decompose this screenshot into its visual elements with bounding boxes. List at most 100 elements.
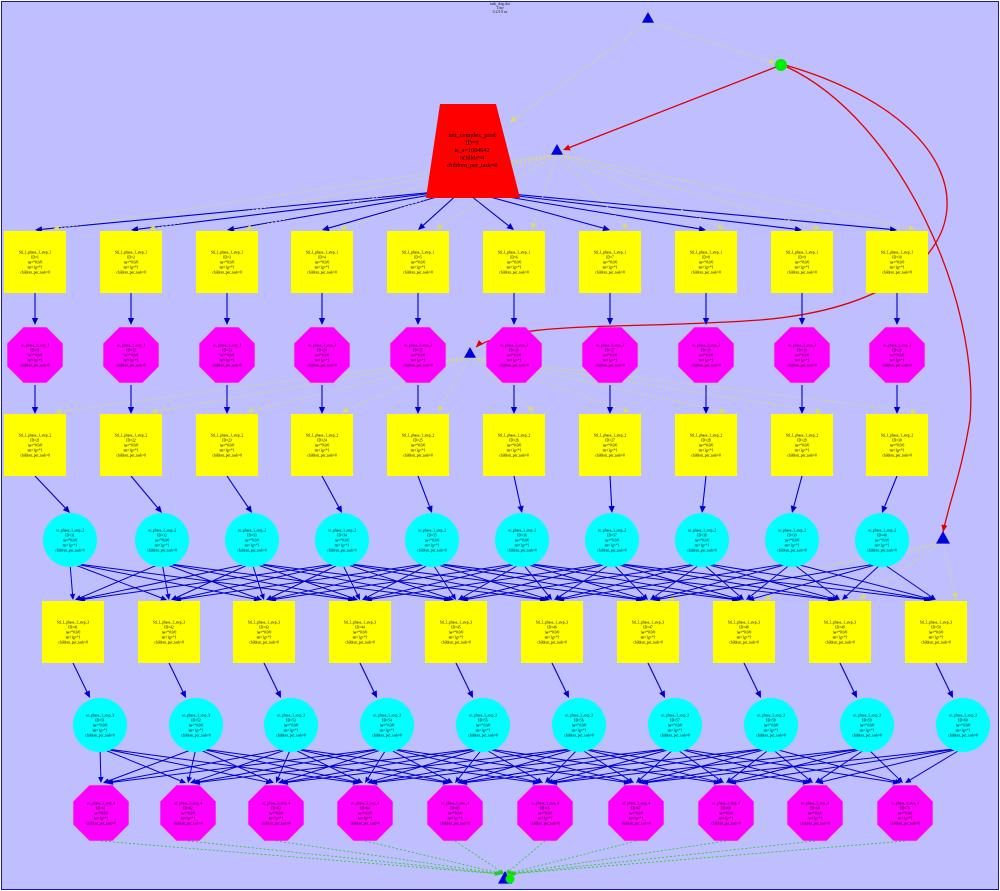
node-circle-38[interactable] xyxy=(675,513,729,567)
edge-row4-to-row5-9 xyxy=(935,662,951,692)
node-circle-53[interactable] xyxy=(264,698,318,752)
edge-row2-to-row3-9-head xyxy=(881,505,888,513)
edge-root-to-task-8 xyxy=(483,191,796,230)
edge-mesh-b-5-5-head xyxy=(545,776,552,783)
node-square-28[interactable] xyxy=(675,414,737,476)
node-octagon-13[interactable] xyxy=(199,327,255,383)
node-octagon-66[interactable] xyxy=(517,785,573,841)
node-octagon-11[interactable] xyxy=(7,327,63,383)
node-square-29[interactable] xyxy=(771,414,833,476)
node-octagon-68[interactable] xyxy=(698,785,754,841)
node-circle-33[interactable] xyxy=(225,513,279,567)
root-node[interactable] xyxy=(426,104,520,198)
node-circle-60[interactable] xyxy=(936,698,990,752)
node-circle-58[interactable] xyxy=(744,698,798,752)
edge-mesh-a-2-3 xyxy=(251,562,353,599)
node-circle-51[interactable] xyxy=(73,698,127,752)
edge-mesh-a-1-2 xyxy=(161,562,257,599)
node-square-46[interactable] xyxy=(521,601,583,663)
node-square-50[interactable] xyxy=(905,601,967,663)
node-square-45[interactable] xyxy=(425,601,487,663)
node-square-5[interactable] xyxy=(387,231,449,293)
node-circle-31[interactable] xyxy=(43,513,97,567)
edge-mesh-b-7-6 xyxy=(643,747,772,782)
node-circle-32[interactable] xyxy=(135,513,189,567)
node-circle-36[interactable] xyxy=(495,513,549,567)
node-circle-56[interactable] xyxy=(552,698,606,752)
node-circle-54[interactable] xyxy=(360,698,414,752)
edge-mesh-a-7-8 xyxy=(701,562,833,599)
node-octagon-65[interactable] xyxy=(427,785,483,841)
edge-mesh-a-3-4-head xyxy=(447,595,454,601)
node-octagon-16[interactable] xyxy=(486,327,542,383)
edge-final-to-end-3 xyxy=(364,840,499,874)
node-circle-35[interactable] xyxy=(405,513,459,567)
node-octagon-18[interactable] xyxy=(678,327,734,383)
node-square-48[interactable] xyxy=(713,601,775,663)
node-octagon-20[interactable] xyxy=(869,327,925,383)
node-square-3[interactable] xyxy=(196,231,258,293)
edge-row0-to-row1-0-head xyxy=(31,318,39,325)
edge-mesh-b-3-0-head xyxy=(107,779,114,785)
node-octagon-12[interactable] xyxy=(103,327,159,383)
node-octagon-61[interactable] xyxy=(73,785,129,841)
node-octagon-64[interactable] xyxy=(337,785,393,841)
edge-marker2-to-task-3-head xyxy=(342,407,349,413)
node-octagon-69[interactable] xyxy=(787,785,843,841)
node-square-43[interactable] xyxy=(233,601,295,663)
node-square-30[interactable] xyxy=(866,414,928,476)
node-square-23[interactable] xyxy=(196,414,258,476)
node-octagon-17[interactable] xyxy=(582,327,638,383)
edge-mesh-a-9-7-head xyxy=(748,595,755,602)
node-square-2[interactable] xyxy=(100,231,162,293)
node-octagon-67[interactable] xyxy=(608,785,664,841)
edge-green-to-marker-2 xyxy=(475,64,948,348)
node-octagon-15[interactable] xyxy=(390,327,446,383)
node-square-4[interactable] xyxy=(291,231,353,293)
node-circle-59[interactable] xyxy=(840,698,894,752)
node-square-10[interactable] xyxy=(866,231,928,293)
node-square-1[interactable] xyxy=(4,231,66,293)
edge-row2-to-row3-8-head xyxy=(790,505,797,513)
node-circle-57[interactable] xyxy=(648,698,702,752)
node-square-7[interactable] xyxy=(579,231,641,293)
node-circle-37[interactable] xyxy=(585,513,639,567)
node-square-24[interactable] xyxy=(291,414,353,476)
node-circle-39[interactable] xyxy=(765,513,819,567)
node-square-27[interactable] xyxy=(579,414,641,476)
node-square-8[interactable] xyxy=(675,231,737,293)
node-octagon-14[interactable] xyxy=(294,327,350,383)
node-octagon-70[interactable] xyxy=(877,785,933,841)
node-square-9[interactable] xyxy=(771,231,833,293)
node-octagon-62[interactable] xyxy=(160,785,216,841)
edge-root-to-task-7-head xyxy=(698,225,706,232)
node-square-41[interactable] xyxy=(42,601,104,663)
node-circle-52[interactable] xyxy=(169,698,223,752)
node-circle-40[interactable] xyxy=(855,513,909,567)
node-square-22[interactable] xyxy=(100,414,162,476)
node-square-21[interactable] xyxy=(4,414,66,476)
node-circle-34[interactable] xyxy=(315,513,369,567)
node-square-26[interactable] xyxy=(483,414,545,476)
edge-mesh-b-7-4-head xyxy=(461,779,468,786)
node-square-44[interactable] xyxy=(329,601,391,663)
node-square-47[interactable] xyxy=(617,601,679,663)
node-square-49[interactable] xyxy=(809,601,871,663)
node-square-25[interactable] xyxy=(387,414,449,476)
node-square-6[interactable] xyxy=(483,231,545,293)
node-circle-55[interactable] xyxy=(456,698,510,752)
node-octagon-63[interactable] xyxy=(248,785,304,841)
node-square-42[interactable] xyxy=(138,601,200,663)
edge-mesh-b-6-3 xyxy=(376,747,676,783)
edge-marker2-to-task-7-head xyxy=(719,408,726,414)
edge-mesh-b-5-8 xyxy=(578,747,804,783)
node-octagon-19[interactable] xyxy=(774,327,830,383)
